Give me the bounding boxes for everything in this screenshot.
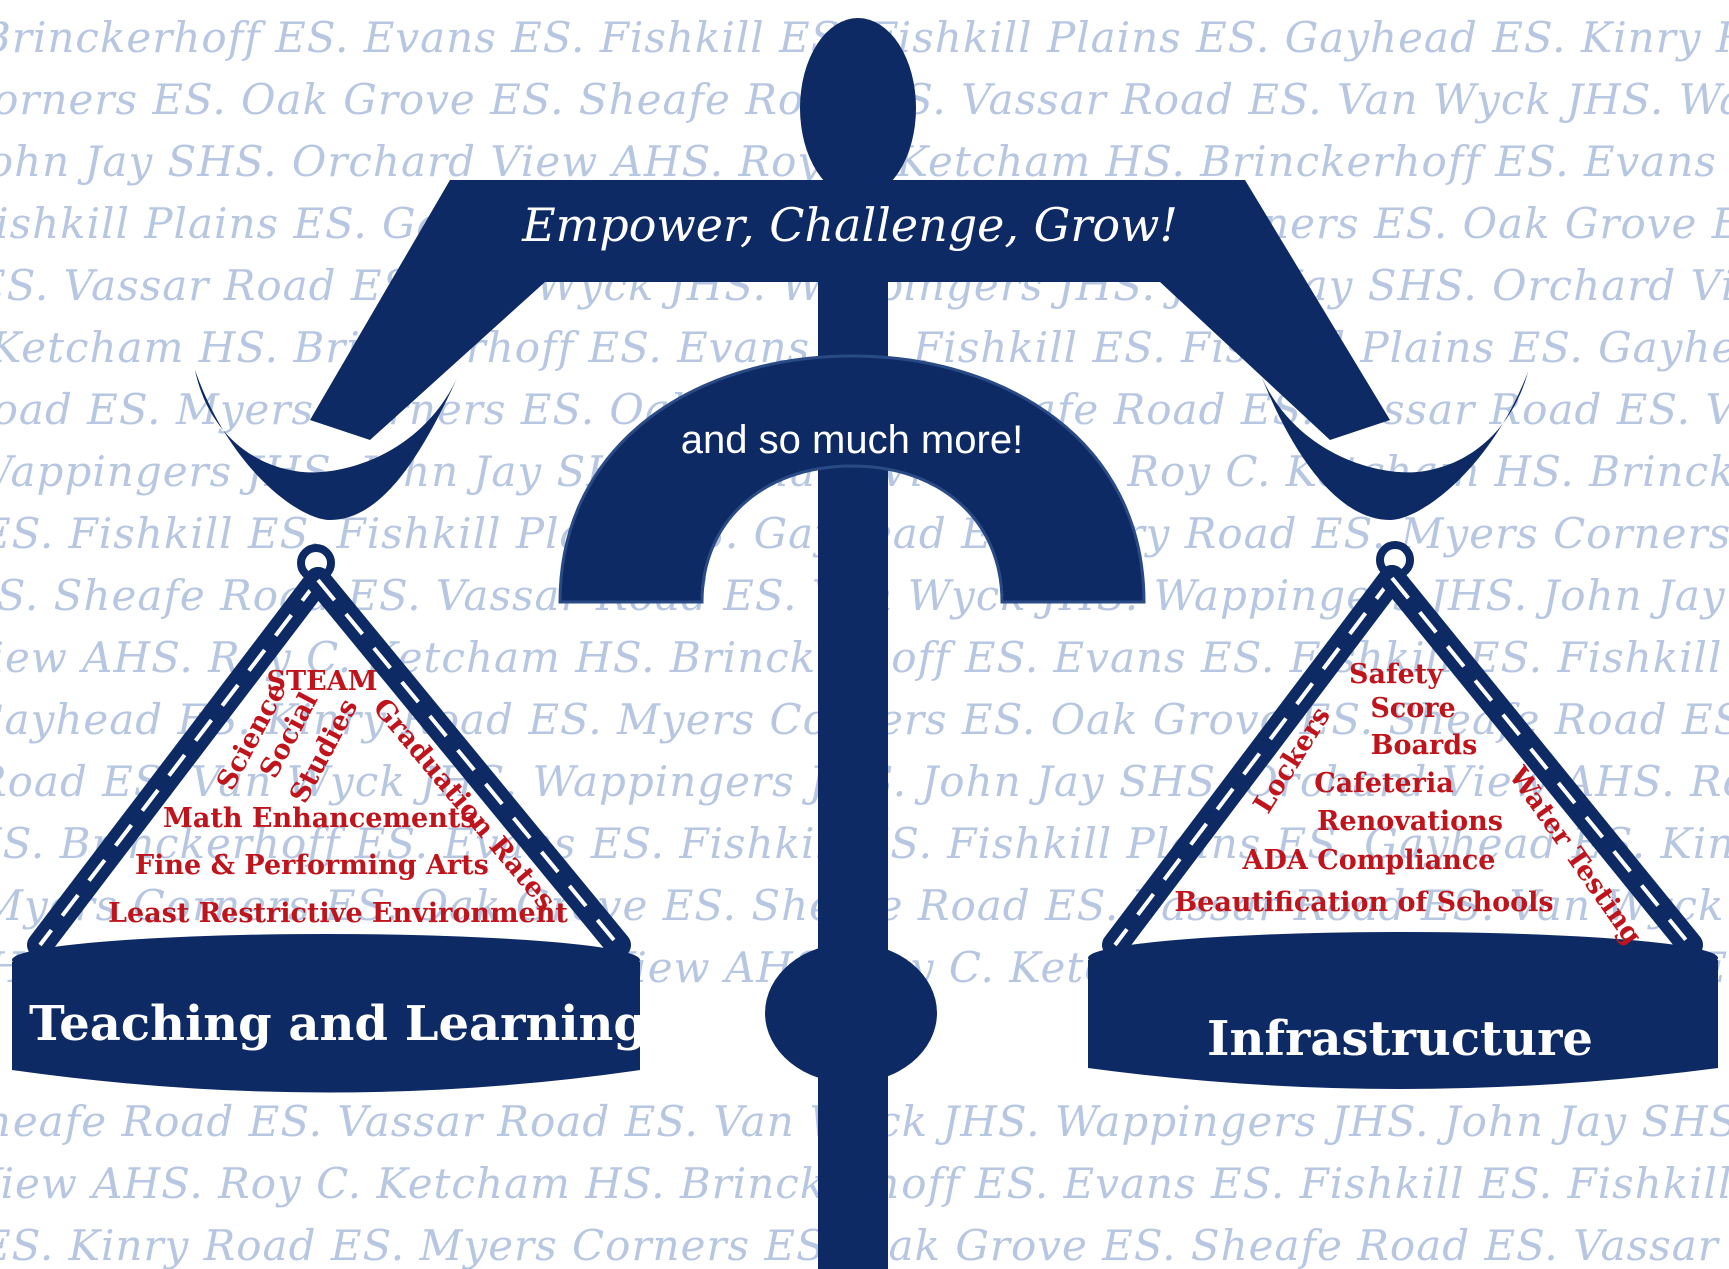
center-pole — [818, 180, 888, 1269]
item-lre: Least Restrictive Environment — [108, 898, 568, 929]
item-fine-arts: Fine & Performing Arts — [135, 850, 489, 881]
right-hook — [1262, 372, 1528, 520]
left-pan-rim — [12, 934, 640, 986]
left-hook — [195, 370, 458, 520]
arch-band — [558, 354, 1146, 604]
scale-beam — [310, 180, 1390, 440]
right-chains — [1102, 565, 1703, 958]
item-steam: STEAM — [266, 666, 377, 697]
right-pan — [1088, 960, 1718, 1089]
left-chains — [27, 567, 631, 958]
left-pan-label: Teaching and Learning — [29, 996, 647, 1052]
motto-text: Empower, Challenge, Grow! — [521, 198, 1178, 252]
right-pan-rim — [1088, 932, 1718, 984]
right-pan-label: Infrastructure — [1207, 1011, 1593, 1067]
left-pan — [12, 962, 640, 1093]
item-math-enhancements: Math Enhancements — [163, 803, 476, 834]
item-safety: Safety — [1349, 659, 1444, 690]
item-score: Score — [1370, 693, 1455, 724]
item-beautification: Beautification of Schools — [1174, 887, 1553, 918]
top-ring — [800, 18, 916, 198]
item-ada-compliance: ADA Compliance — [1242, 845, 1496, 876]
infrastructure-items: Safety Score Boards Cafeteria Renovation… — [1174, 659, 1647, 951]
arch-text: and so much more! — [681, 418, 1023, 462]
pole-knob — [765, 943, 937, 1083]
item-renovations: Renovations — [1317, 806, 1503, 837]
item-cafeteria: Cafeteria — [1314, 768, 1453, 799]
item-boards: Boards — [1371, 730, 1478, 761]
